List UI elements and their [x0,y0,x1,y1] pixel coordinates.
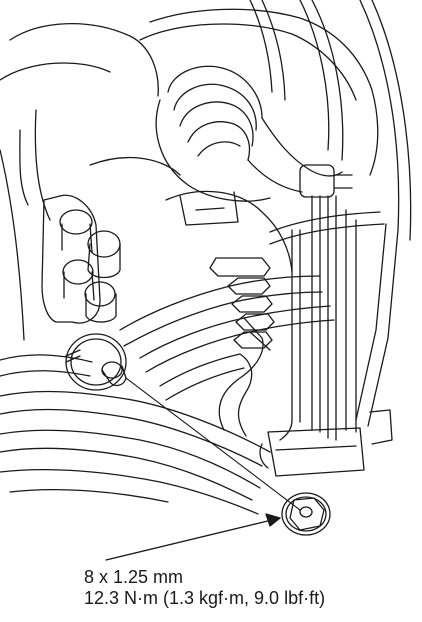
pipe-clips [209,257,275,349]
housing-outline [0,0,412,341]
pipe-bracket [259,409,393,477]
mounting-stud [65,333,127,391]
torque-spec-label: 12.3 N·m (1.3 kgf·m, 9.0 lbf·ft) [84,588,326,608]
bolt-size-label: 8 x 1.25 mm [84,567,184,587]
connector-plugs [41,194,121,324]
alignment-line [125,377,301,511]
callout-leader [105,513,281,561]
brake-pipes [0,275,335,515]
flange-nut [281,492,331,536]
rubber-boot [155,65,353,226]
vertical-pipes [269,195,399,441]
